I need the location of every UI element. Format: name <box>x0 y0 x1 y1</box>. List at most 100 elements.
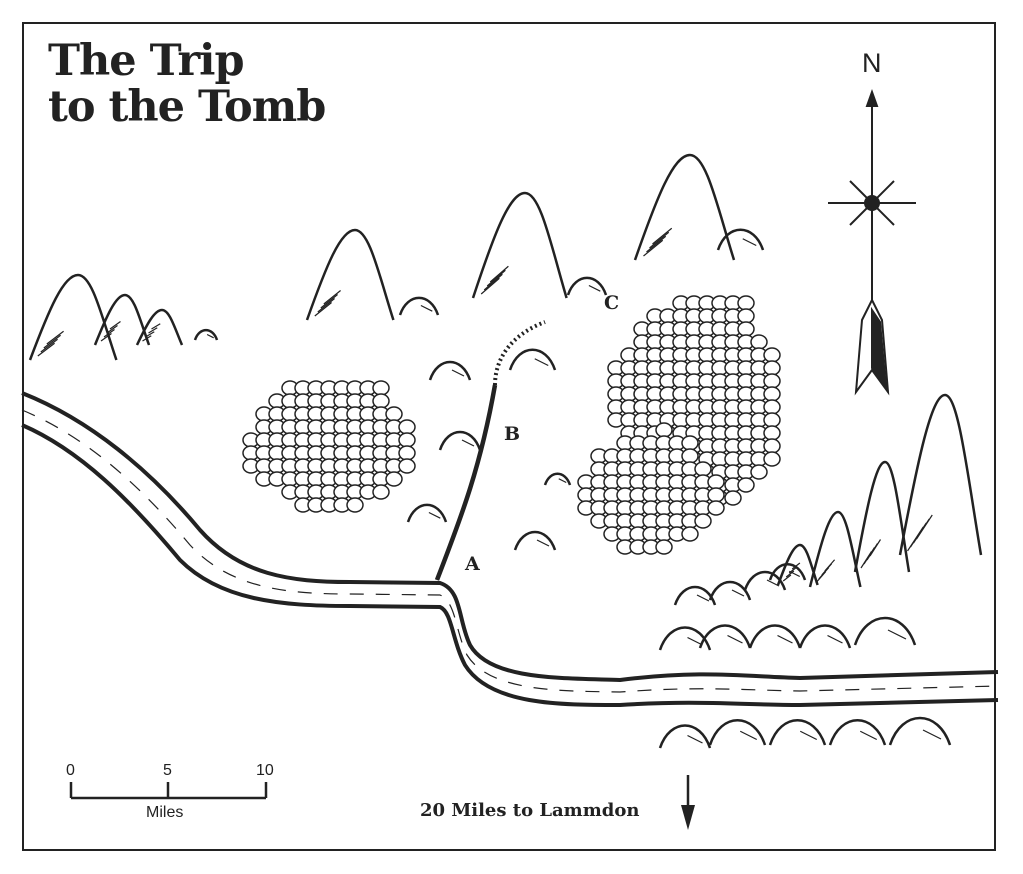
mountain-hatch <box>314 302 332 317</box>
hill-hatch <box>739 730 758 741</box>
trail <box>434 320 546 581</box>
hill <box>716 228 765 251</box>
mountain-hatch <box>649 231 670 249</box>
tree <box>655 539 673 555</box>
hill-hatch <box>766 579 780 587</box>
hill-hatch <box>777 634 793 644</box>
hill <box>543 472 572 486</box>
hill <box>658 724 712 749</box>
river <box>21 391 999 708</box>
mountain-hatch <box>46 330 64 345</box>
mountains <box>28 153 983 749</box>
mountain-peak <box>633 153 736 261</box>
tree <box>681 526 699 542</box>
hill <box>566 276 608 296</box>
hill-hatch <box>859 730 878 741</box>
hill <box>743 570 787 591</box>
mountain-peak <box>776 543 819 586</box>
mountain-peak <box>898 393 983 556</box>
mountain-hatch <box>109 321 121 330</box>
hill <box>748 624 802 649</box>
tree <box>346 497 364 513</box>
scale-tick-5: 5 <box>163 762 172 779</box>
hill <box>708 580 752 601</box>
mountain-hatch <box>824 559 836 572</box>
mountain-hatch <box>151 323 161 330</box>
mountain-hatch <box>480 277 500 295</box>
mountain-hatch <box>37 342 55 357</box>
compass-rose <box>828 89 916 396</box>
hill <box>798 624 852 649</box>
hill-hatch <box>588 284 601 292</box>
hill <box>398 296 440 316</box>
hill <box>673 585 717 606</box>
south-arrow-icon <box>681 775 695 830</box>
tree <box>372 484 390 500</box>
mountain-hatch <box>915 514 933 540</box>
tree <box>737 477 755 493</box>
mountain-hatch <box>869 539 882 557</box>
mountain-peak <box>853 460 911 573</box>
hill-hatch <box>536 539 550 547</box>
mountain-hatch <box>320 294 338 309</box>
hill-hatch <box>451 369 465 377</box>
mountain-hatch <box>106 325 118 334</box>
compass-north-label: N <box>862 48 882 78</box>
forest-east-lower <box>577 422 725 555</box>
hill-hatch <box>687 636 703 646</box>
hill-hatch <box>461 439 475 447</box>
hill <box>406 503 448 523</box>
scale-tick-0: 0 <box>66 762 75 779</box>
hill-hatch <box>827 634 843 644</box>
hill-hatch <box>788 570 801 578</box>
mountain-hatch <box>646 235 667 253</box>
hill <box>193 328 219 341</box>
tree <box>750 464 768 480</box>
mountain-hatch <box>103 329 115 338</box>
mountain-hatch <box>145 331 155 338</box>
hill <box>658 626 712 651</box>
mountain-peak <box>808 510 862 588</box>
hill <box>513 530 557 551</box>
hill-hatch <box>742 238 757 247</box>
hill <box>768 563 807 581</box>
mountain-hatch <box>785 570 795 578</box>
hill <box>768 719 827 746</box>
mountain-peak <box>471 191 568 299</box>
title-line-1: The Trip <box>48 36 245 86</box>
mountain-hatch <box>317 298 335 313</box>
tree <box>694 513 712 529</box>
hill <box>853 616 917 646</box>
hill-hatch <box>696 594 710 602</box>
hill <box>438 430 482 451</box>
hill <box>708 719 767 746</box>
tree <box>763 451 781 467</box>
hill-hatch <box>799 730 818 741</box>
map-frame <box>22 22 996 851</box>
mountain-hatch <box>483 273 503 291</box>
mountain-peak <box>135 308 184 346</box>
hill-hatch <box>206 333 214 339</box>
title-line-2: to the Tomb <box>48 82 326 132</box>
mountain-peak <box>93 293 151 346</box>
tree <box>707 500 725 516</box>
direction-note: 20 Miles to Lammdon <box>420 800 640 821</box>
hill-hatch <box>534 358 549 367</box>
hill-hatch <box>428 511 441 519</box>
hill-hatch <box>727 634 743 644</box>
mountain-hatch <box>100 333 112 342</box>
mountain-hatch <box>489 265 509 283</box>
mountain-hatch <box>40 338 58 353</box>
mountain-hatch <box>652 227 673 245</box>
mountain-hatch <box>142 335 152 342</box>
hill <box>508 348 557 371</box>
hill-hatch <box>420 304 433 312</box>
scale-tick-10: 10 <box>256 762 274 779</box>
hill-hatch <box>731 589 745 597</box>
point-b-label: B <box>504 423 521 445</box>
mountain-hatch <box>643 239 664 257</box>
mountain-peak <box>305 228 395 321</box>
hill-hatch <box>922 729 942 740</box>
point-a-label: A <box>465 553 480 575</box>
